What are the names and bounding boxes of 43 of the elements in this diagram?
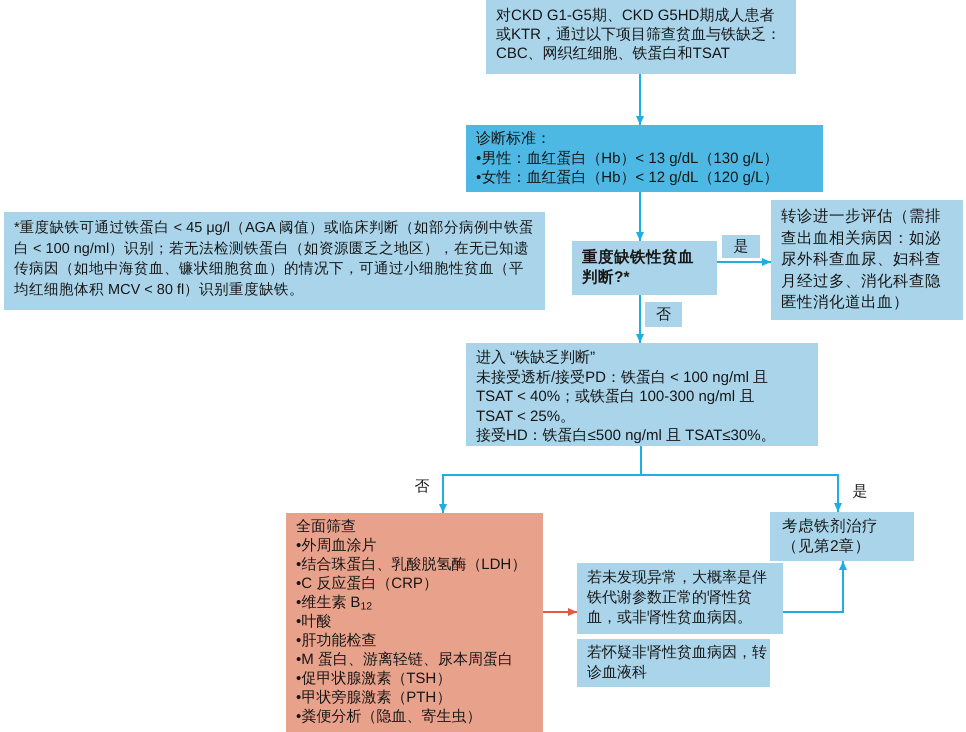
referral-box: [577, 639, 770, 687]
box-heading: 进入 “铁缺乏判断”: [476, 348, 596, 368]
process-box: [486, 0, 796, 74]
list-item: •外周血涂片: [296, 536, 378, 555]
edge-label: 是: [722, 235, 760, 258]
list-item: •促甲状腺激素（TSH）: [296, 669, 452, 688]
box-text: 未接受透析/接受PD：铁蛋白 < 100 ng/ml 且 TSAT < 40%；或铁蛋白 100-300 ng/ml 且 TSAT < 25%。: [476, 368, 770, 426]
box-text: 对CKD G1-G5期、CKD G5HD期成人患者或KTR，通过以下项目筛查贫血与铁缺乏：CBC、网织红细胞、铁蛋白和TSAT: [496, 6, 782, 63]
criteria-item: •男性：血红蛋白（Hb）< 13 g/dL（130 g/L）: [476, 148, 780, 168]
list-heading: 全面筛查: [296, 517, 357, 536]
note-box: [4, 212, 545, 310]
criteria-box: [466, 343, 818, 446]
list-item: •结合珠蛋白、乳酸脱氢酶（LDH）: [296, 555, 528, 574]
list-item: •叶酸: [296, 612, 332, 631]
box-text: 考虑铁剂治疗（见第2章）: [782, 517, 879, 557]
decision-text: 重度缺铁性贫血判断?*: [582, 248, 695, 288]
box-text: 若怀疑非肾性贫血病因，转诊血液科: [587, 643, 767, 683]
criteria-item: •女性：血红蛋白（Hb）< 12 g/dL（120 g/L）: [476, 168, 780, 188]
treatment-box: [770, 512, 914, 561]
arrow: [636, 295, 644, 343]
list-item: •粪便分析（隐血、寄生虫）: [296, 707, 482, 726]
arrow: [636, 192, 644, 241]
list-item: •维生素 B$_{12}$: [296, 593, 374, 612]
arrow: [783, 561, 847, 613]
result-box: [577, 563, 783, 634]
criteria-box: [466, 125, 823, 192]
list-item: •甲状旁腺激素（PTH）: [296, 688, 452, 707]
edge-label: 否: [645, 302, 682, 327]
box-text: 转诊进一步评估（需排查出血相关病因：如泌尿外科查血尿、妇科查月经过多、消化科查隐匿性消化道出血）: [781, 207, 942, 313]
criteria-heading: 诊断标准：: [476, 129, 552, 148]
arrow: [717, 258, 771, 266]
referral-box: [771, 200, 963, 320]
arrow: [640, 446, 842, 512]
decision-box: [572, 241, 717, 295]
list-item: •肝功能检查: [296, 631, 378, 650]
screening-box: [286, 513, 543, 732]
box-text: 接受HD：铁蛋白≤500 ng/ml 且 TSAT≤30%。: [476, 426, 777, 446]
footnote-text: *重度缺铁可通过铁蛋白 < 45 μg/l（AGA 阈值）或临床判断（如部分病例中铁蛋白 < 100 ng/ml）识别；若无法检测铁蛋白（如资源匮乏之地区），在无已知遗传病因（如地中海贫血、镰状细胞贫血）的情况下，可通过小细胞性贫血（平均红细胞体积 MCV < 80 fl）识别重度缺铁。: [14, 218, 535, 300]
box-text: 若未发现异常，大概率是伴铁代谢参数正常的肾性贫血，或非肾性贫血病因。: [587, 568, 768, 628]
list-item: •M 蛋白、游离轻链、尿本周蛋白: [296, 650, 514, 669]
arrow: [543, 608, 577, 616]
list-item: •C 反应蛋白（CRP）: [296, 574, 439, 593]
arrow: [636, 74, 644, 125]
